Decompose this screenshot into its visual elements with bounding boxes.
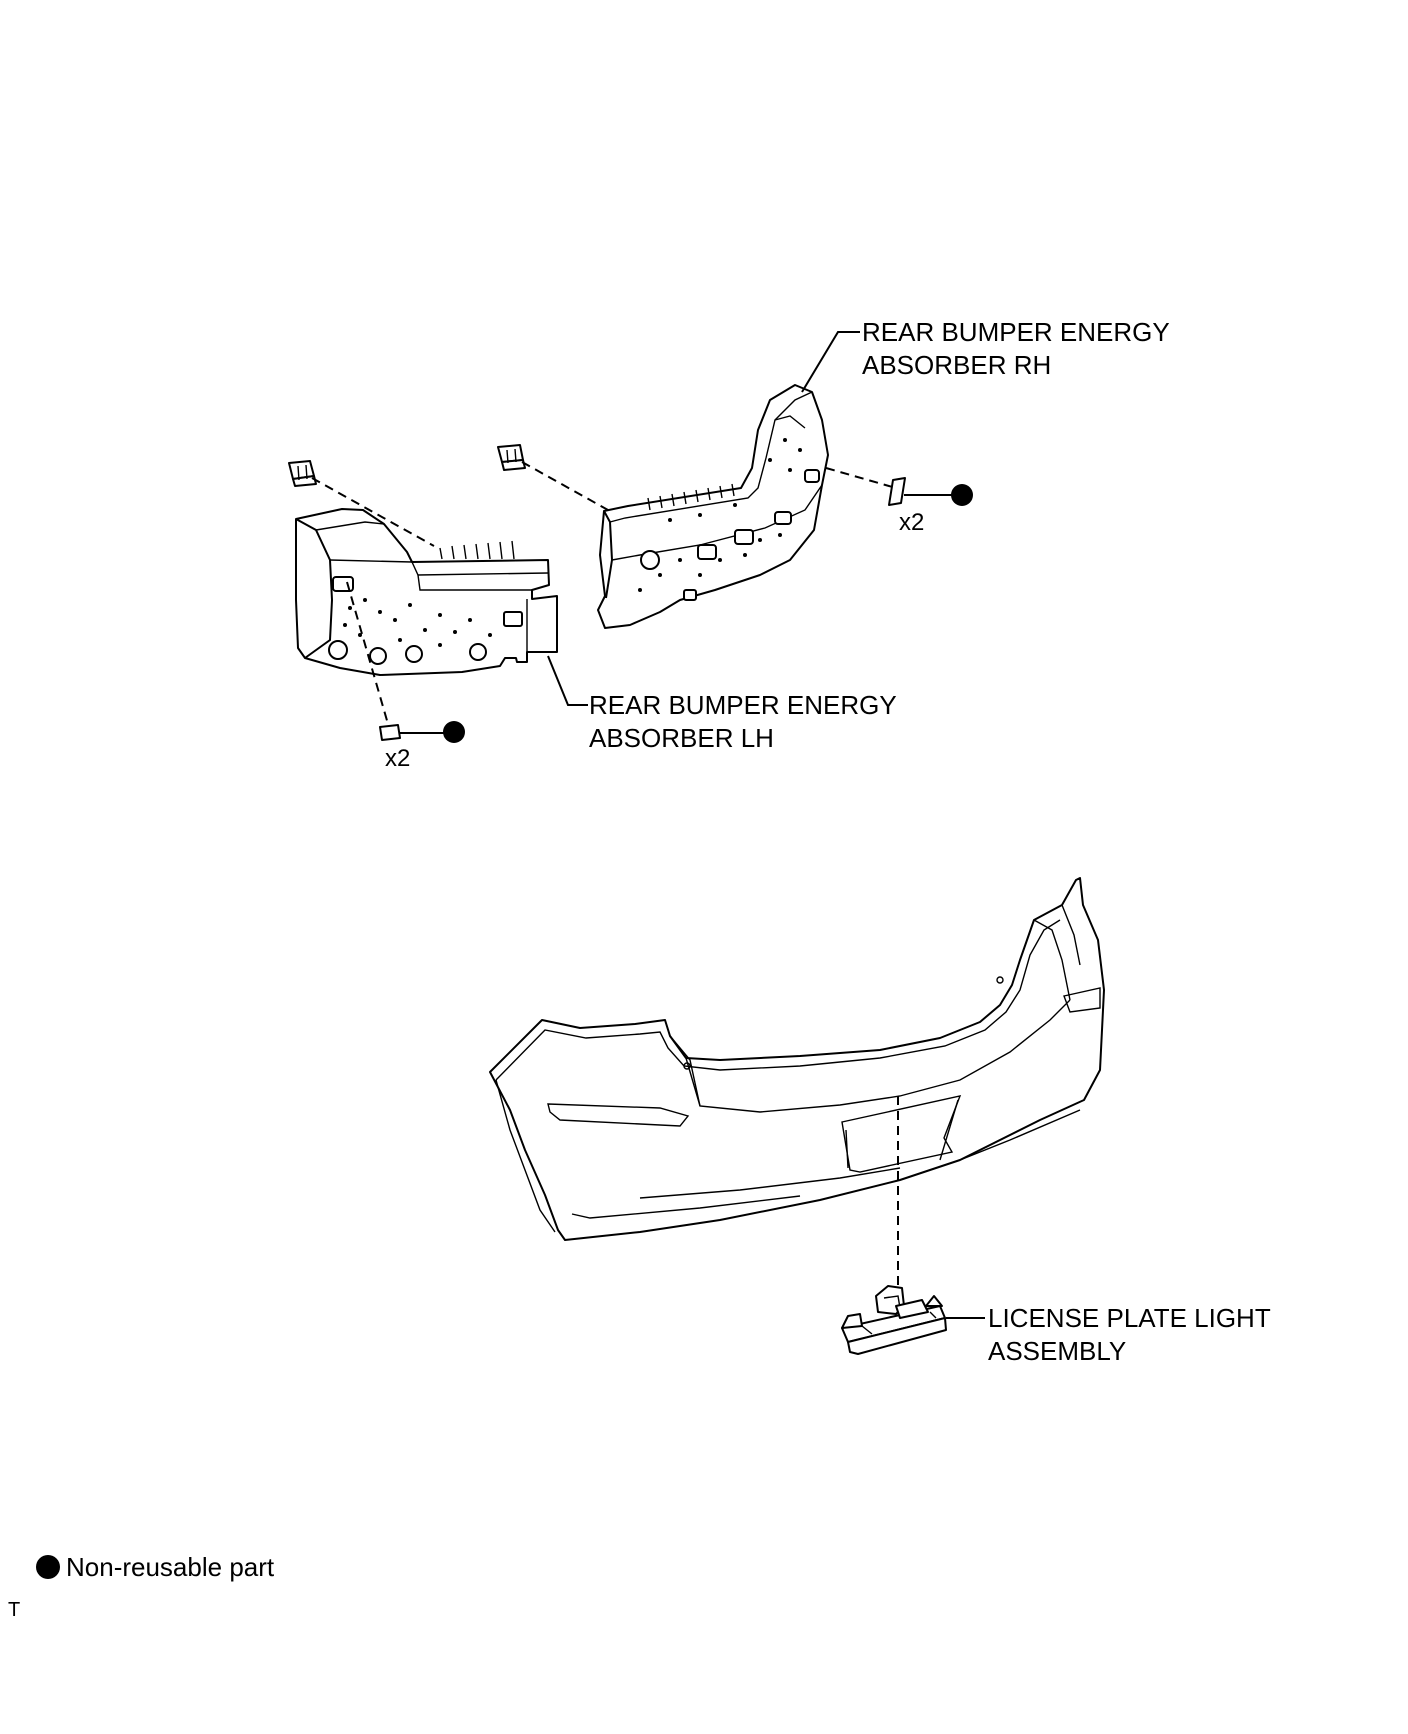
label-absorber-lh-line2: ABSORBER LH [589,723,774,753]
label-license-light-line2: ASSEMBLY [988,1336,1127,1366]
label-absorber-lh-line1: REAR BUMPER ENERGY [589,690,897,720]
rh-clip-dashed-line [521,461,609,511]
legend: Non-reusable part [36,1552,274,1582]
lh-clip-dashed-line [311,477,435,547]
license-plate-light-assembly [841,1285,947,1355]
rh-lower-clip-dashed-line [825,467,897,489]
label-absorber-rh-line1: REAR BUMPER ENERGY [862,317,1170,347]
legend-non-reusable-text: Non-reusable part [66,1552,275,1582]
rh-clip-quantity: x2 [899,509,925,536]
corner-code: T [8,1599,21,1621]
rh-non-reusable-dot [951,484,973,506]
label-license-light-line1: LICENSE PLATE LIGHT [988,1303,1271,1333]
rear-bumper-energy-absorber-rh [597,384,829,629]
lh-lower-clip-dashed-line [346,581,389,725]
lh-non-reusable-dot [443,721,465,743]
lh-lower-clip [379,724,401,741]
label-absorber-rh-line2: ABSORBER RH [862,350,1052,380]
lh-upper-clip [288,460,317,487]
rh-upper-clip [497,444,526,471]
rear-bumper-energy-absorber-lh [295,508,558,676]
lh-label-leader [547,655,588,706]
rh-label-leader [801,331,860,393]
lh-clip-quantity: x2 [385,745,411,772]
rh-lower-clip [888,477,906,506]
non-reusable-dot-icon [36,1555,60,1579]
rear-bumper-cover [489,877,1105,1241]
